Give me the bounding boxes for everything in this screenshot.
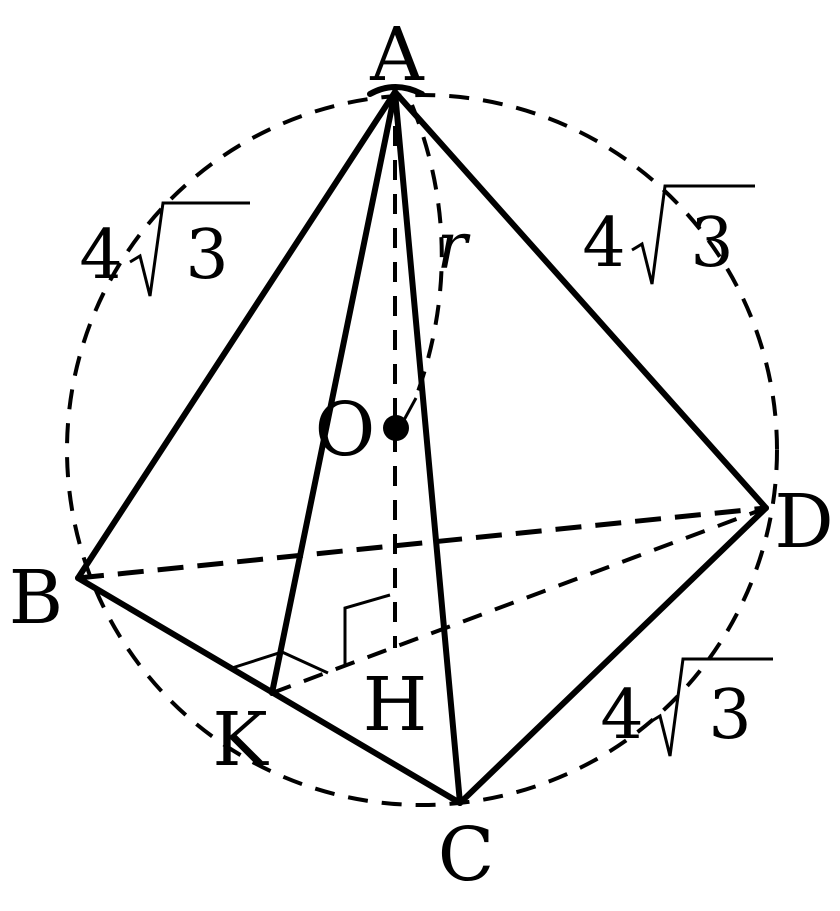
radicand: 3 xyxy=(185,216,228,295)
edge-length-coefficient: 4 xyxy=(582,204,625,283)
vertex-label-D: D xyxy=(774,479,833,565)
edge-BD-hidden xyxy=(77,505,767,581)
edge-CD xyxy=(457,505,769,806)
radius-label: r xyxy=(437,210,471,284)
edge-BC xyxy=(75,575,463,806)
vertex-label-A: A xyxy=(369,12,425,98)
radicand: 3 xyxy=(690,204,733,283)
apex-cap xyxy=(367,84,425,97)
segment-KD-hidden xyxy=(271,506,767,695)
edge-length-coefficient: 4 xyxy=(79,216,122,295)
radicand: 3 xyxy=(708,676,751,755)
edge-length-coefficient: 4 xyxy=(600,676,643,755)
vertex-label-C: C xyxy=(438,812,495,898)
point-label-H: H xyxy=(363,662,428,748)
right-angle-marker-H xyxy=(343,593,391,665)
radical-sign xyxy=(631,184,755,285)
segment-AK xyxy=(269,89,398,696)
edge-length-label-CD: 4 3 xyxy=(600,657,773,757)
radius-tick xyxy=(402,397,418,421)
edge-AD xyxy=(392,89,769,511)
radius-arc xyxy=(410,104,444,401)
edge-length-label-AD: 4 3 xyxy=(582,184,755,285)
point-label-K: K xyxy=(212,697,269,783)
point-label-O: O xyxy=(315,387,376,473)
edge-length-label-AB: 4 3 xyxy=(79,201,250,297)
radical-sign xyxy=(129,201,250,297)
radical-sign xyxy=(649,657,773,757)
center-point-O xyxy=(383,415,409,441)
edge-AB xyxy=(75,89,398,581)
vertex-label-B: B xyxy=(9,555,63,641)
edge-AC xyxy=(392,89,463,806)
